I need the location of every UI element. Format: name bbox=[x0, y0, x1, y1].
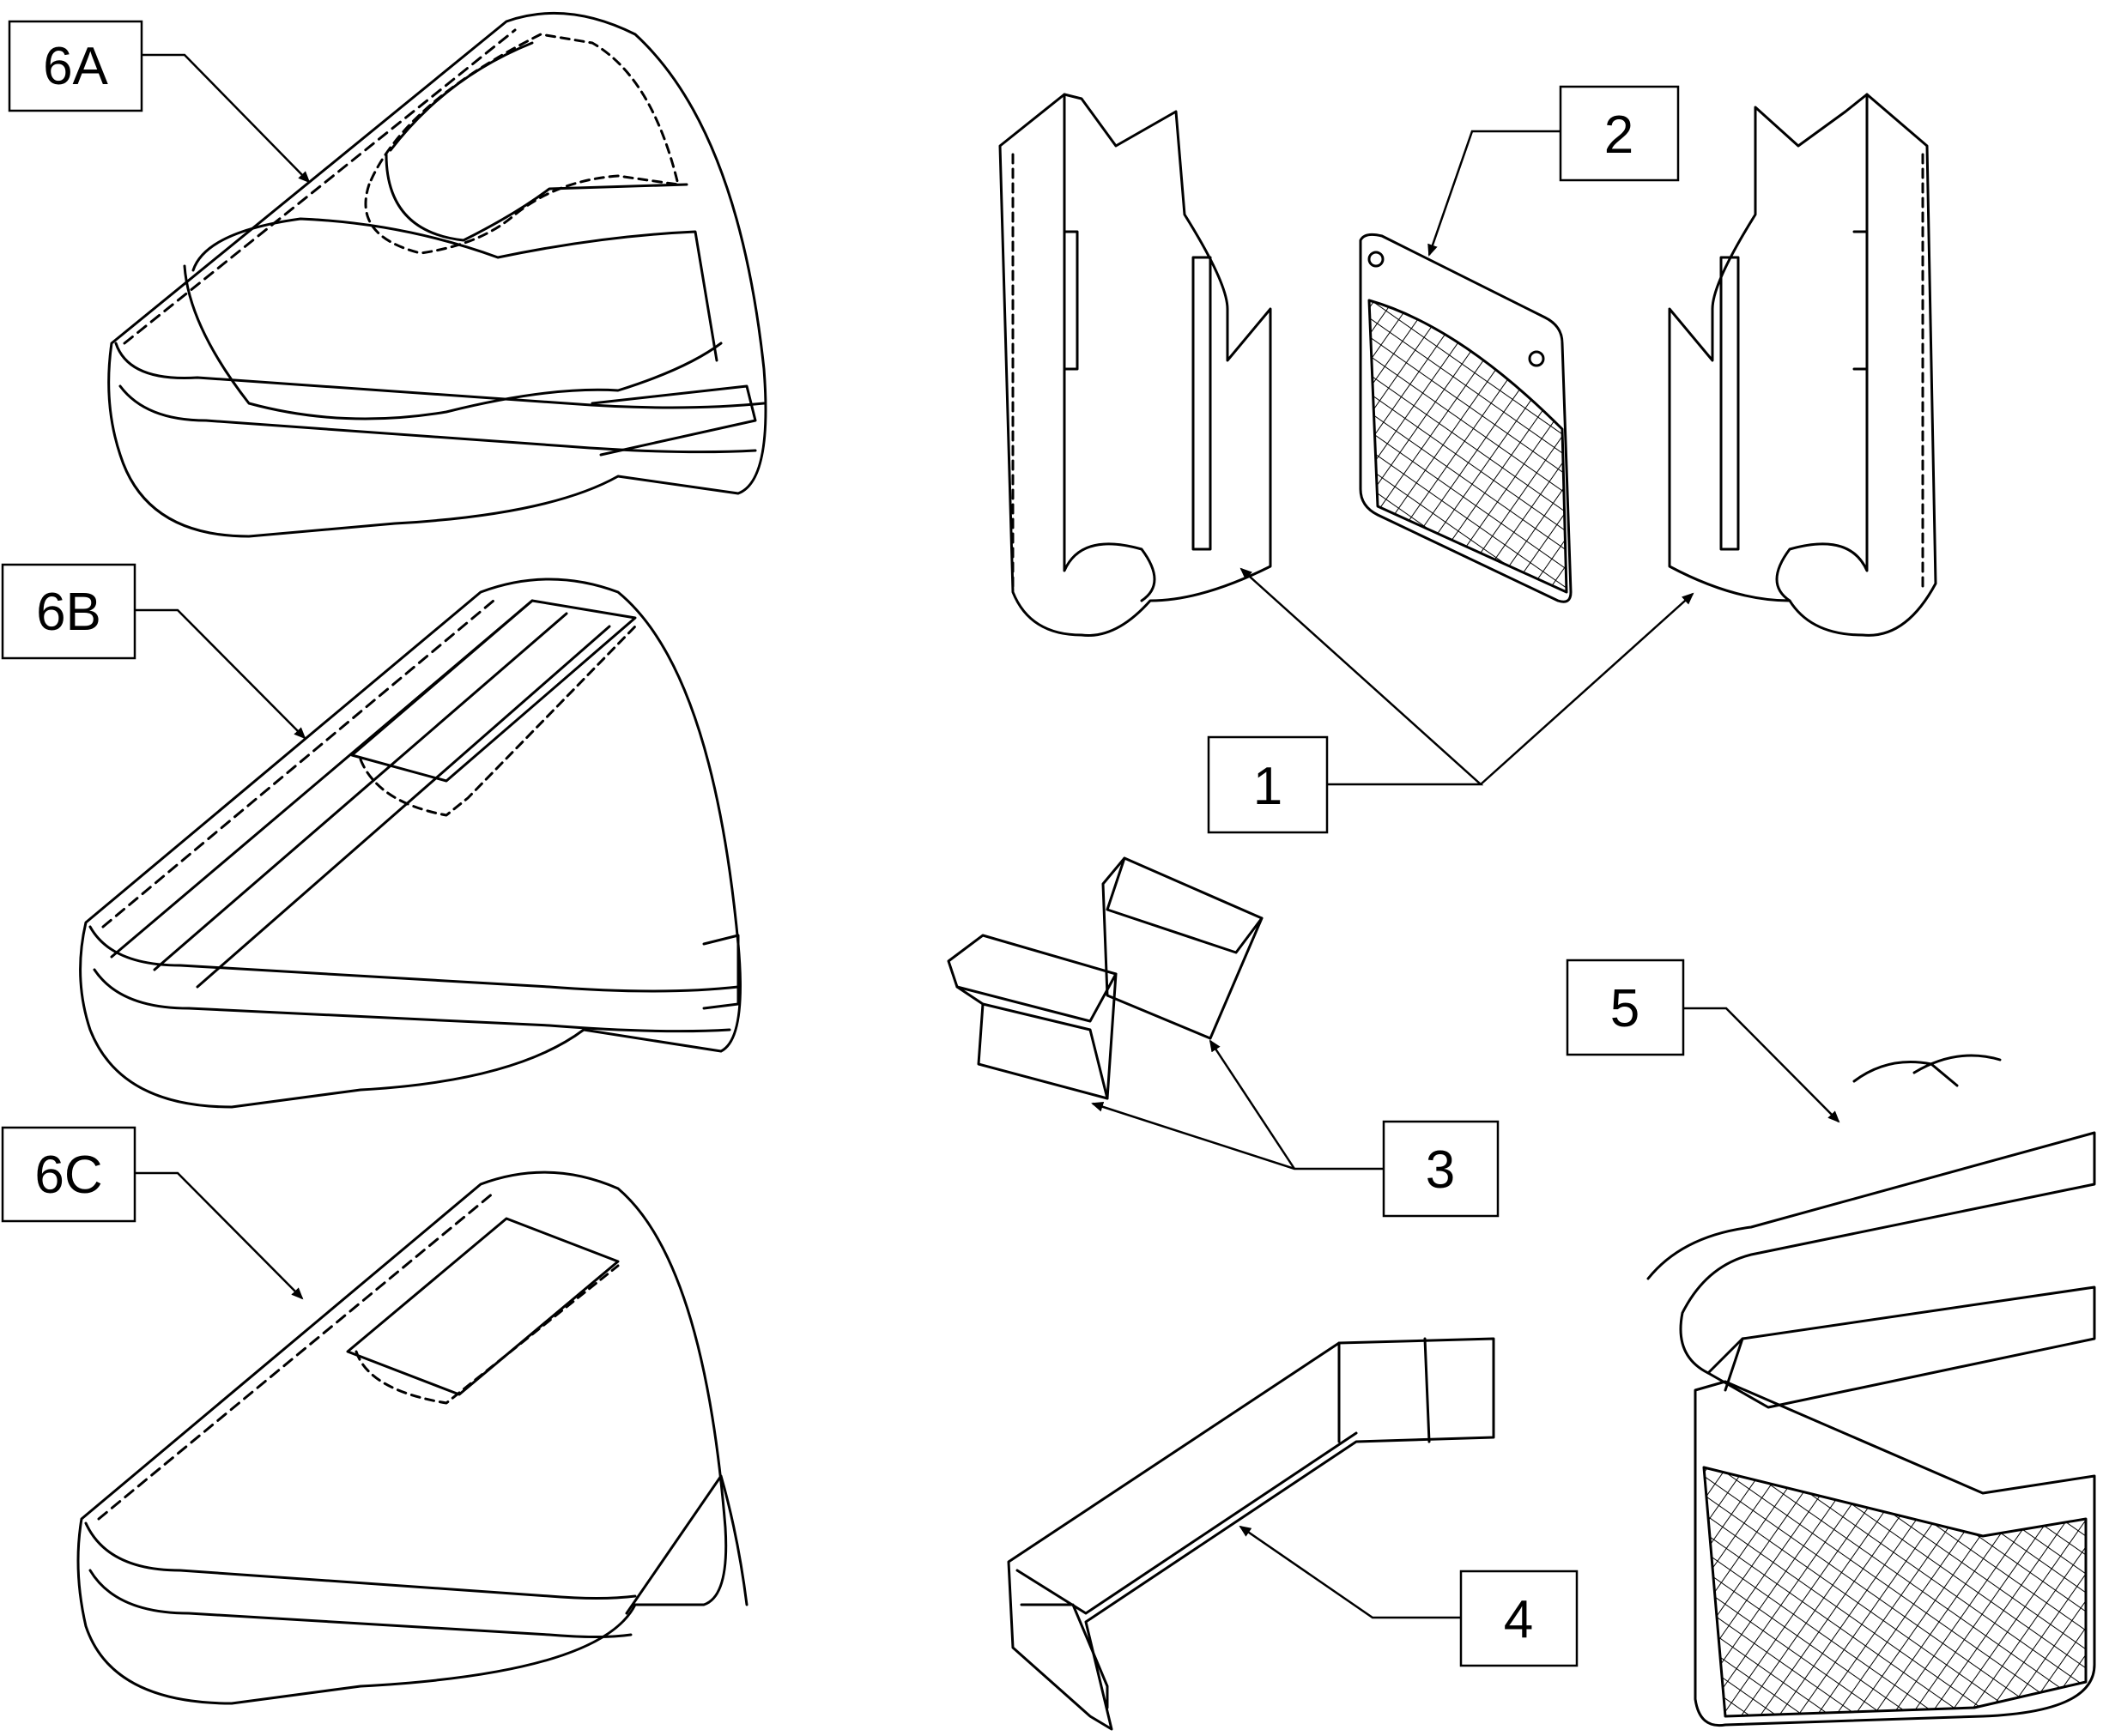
callout-1-label: 1 bbox=[1253, 757, 1282, 816]
part-6c-cushion bbox=[76, 1170, 748, 1705]
callout-6a-box bbox=[8, 20, 143, 112]
callout-5-label: 5 bbox=[1610, 979, 1639, 1038]
leader-3a bbox=[1091, 1101, 1384, 1170]
callout-2-box bbox=[1559, 85, 1680, 182]
part-3-clip-pads bbox=[947, 856, 1264, 1100]
part-1-left-guard bbox=[998, 93, 1272, 637]
callout-3-label: 3 bbox=[1426, 1140, 1455, 1200]
callout-1-box bbox=[1207, 735, 1329, 834]
callout-4-box bbox=[1459, 1570, 1579, 1667]
part-6b-cushion bbox=[79, 578, 742, 1109]
leader-5 bbox=[1683, 1007, 1840, 1123]
leader-1b bbox=[1480, 592, 1694, 785]
part-2-mesh-pouch bbox=[1359, 233, 1573, 603]
callout-5-box bbox=[1566, 959, 1685, 1056]
leader-2 bbox=[1427, 130, 1561, 257]
callout-6c-label: 6C bbox=[34, 1146, 102, 1205]
callout-6b-box bbox=[1, 563, 136, 660]
callout-4-label: 4 bbox=[1504, 1590, 1533, 1649]
leader-6b bbox=[135, 608, 306, 740]
leader-6c bbox=[135, 1171, 304, 1300]
callout-6c-box bbox=[1, 1126, 136, 1223]
leader-4 bbox=[1239, 1525, 1461, 1619]
part-4-folding-strap bbox=[1007, 1337, 1495, 1731]
callout-6b-label: 6B bbox=[36, 583, 101, 642]
part-5-mesh-bag bbox=[1646, 1054, 2096, 1727]
callout-2-label: 2 bbox=[1604, 106, 1633, 165]
callout-3-box bbox=[1382, 1120, 1500, 1218]
part-1-right-guard bbox=[1668, 93, 1937, 637]
part-6a-cushion bbox=[107, 11, 767, 538]
callout-6a-label: 6A bbox=[43, 37, 108, 96]
leader-6a bbox=[142, 53, 311, 184]
leader-3b bbox=[1209, 1039, 1296, 1170]
